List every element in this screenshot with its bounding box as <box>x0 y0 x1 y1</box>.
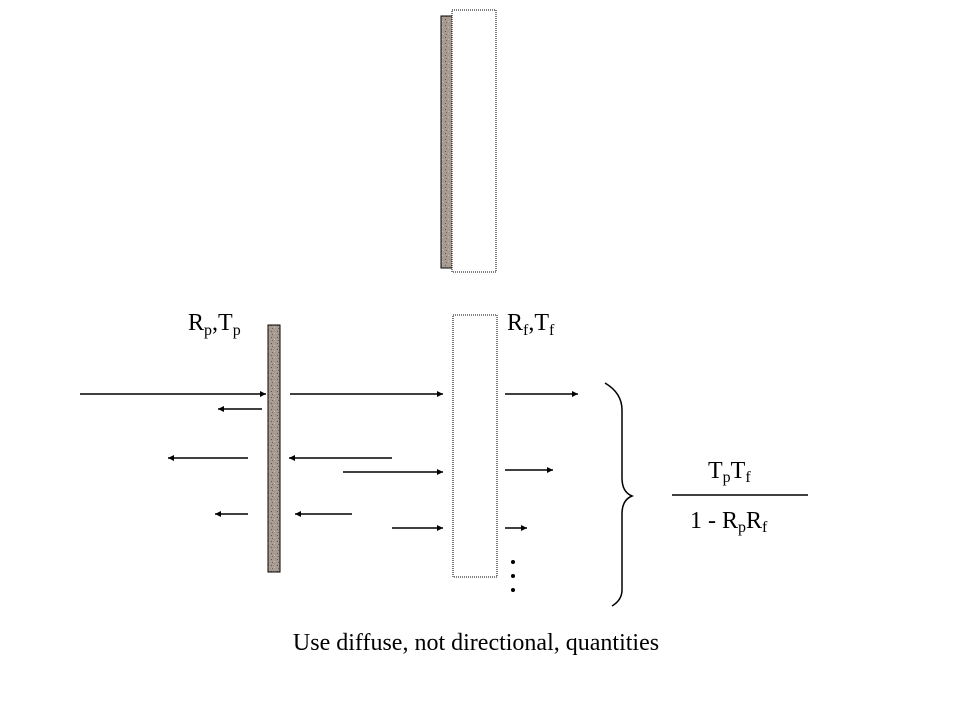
upper-film <box>451 9 497 273</box>
lower-film <box>452 314 498 578</box>
formula-denominator: 1 - RpRf <box>690 508 768 536</box>
continuation-dots <box>511 560 515 592</box>
sum-formula: TpTf 1 - RpRf <box>672 458 808 536</box>
caption: Use diffuse, not directional, quantities <box>293 630 659 656</box>
film-label: Rf,Tf <box>507 310 555 339</box>
ray-arrows <box>80 391 578 531</box>
formula-numerator: TpTf <box>708 458 751 486</box>
pane-label: Rp,Tp <box>188 310 241 339</box>
upper-pane <box>440 15 454 269</box>
upper-assembly <box>440 9 497 273</box>
summing-brace <box>604 382 635 607</box>
lower-pane <box>267 324 281 573</box>
